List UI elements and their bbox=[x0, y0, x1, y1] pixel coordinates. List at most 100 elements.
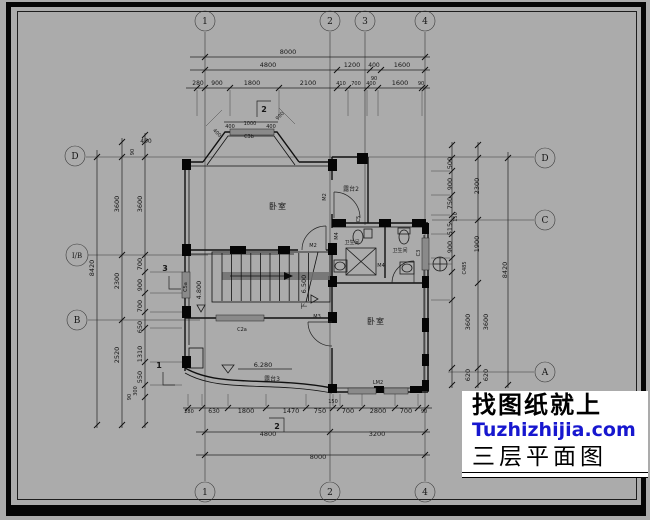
extension-lines bbox=[150, 90, 450, 406]
dim-text: 90 bbox=[127, 394, 133, 400]
dim-tick bbox=[141, 308, 149, 316]
elevation-markers: 4.800 6.500 下 6.280 bbox=[195, 275, 319, 374]
dim-tick bbox=[201, 84, 209, 92]
dim-text: 630 bbox=[208, 408, 220, 415]
bottom-dimensions: 280 630 1800 1470 750 150 700 2800 700 9… bbox=[184, 399, 427, 461]
dim-text: 620 bbox=[482, 369, 490, 381]
watermark: 找图纸就上 Tuzhizhijia.com 三层平面图 bbox=[462, 391, 648, 478]
section-2-bottom: 2 bbox=[274, 422, 280, 431]
dim-tick bbox=[418, 84, 426, 92]
dim-text: 400 bbox=[225, 124, 235, 130]
dim-text: 550 bbox=[136, 371, 144, 383]
top-dimensions: 8000 4800 1200 400 1600 90 280 900 1800 … bbox=[192, 48, 424, 87]
dim-text: 700 bbox=[136, 300, 144, 312]
dim-text: 1900 bbox=[473, 236, 481, 253]
dim-tick bbox=[201, 53, 209, 61]
dim-text: 90 bbox=[130, 149, 136, 155]
dim-text: 280 bbox=[184, 409, 194, 415]
dim-tick bbox=[141, 138, 149, 146]
dim-text: 90 bbox=[418, 81, 424, 87]
dim-tick bbox=[93, 153, 101, 161]
dim-text: 650 bbox=[136, 321, 144, 333]
dim-text: 90 bbox=[371, 76, 377, 82]
dim-text: 410 bbox=[336, 81, 346, 87]
dim-text: 900 bbox=[275, 111, 286, 122]
dim-tick bbox=[474, 216, 482, 224]
dim-tick bbox=[421, 53, 429, 61]
axis-left-ib: I/B bbox=[72, 252, 82, 260]
dim-tick bbox=[474, 279, 482, 287]
caption-underline bbox=[462, 471, 648, 478]
dim-tick bbox=[504, 381, 512, 389]
axis-top-2: 2 bbox=[327, 17, 333, 27]
dim-text: 500 bbox=[446, 157, 454, 169]
dim-text: 1200 bbox=[344, 61, 361, 69]
section-markers: 2 2 3 1 bbox=[156, 100, 285, 432]
dim-tick bbox=[448, 296, 456, 304]
tag-lm2: LM2 bbox=[373, 380, 383, 386]
dim-tick bbox=[448, 191, 456, 199]
dim-tick bbox=[336, 404, 344, 412]
dim-tick bbox=[448, 167, 456, 175]
tag-c3: C3 bbox=[416, 250, 422, 257]
dim-tick bbox=[374, 84, 382, 92]
dim-tick bbox=[366, 66, 374, 74]
dim-tick bbox=[448, 141, 456, 149]
dim-tick bbox=[474, 154, 482, 162]
dim-text: 2520 bbox=[113, 347, 121, 364]
dim-text: 4800 bbox=[260, 430, 277, 438]
left-dimensions: 8420 3600 2300 2520 400 90 3600 700 900 … bbox=[88, 138, 152, 400]
dim-tick bbox=[474, 364, 482, 372]
wall-piers bbox=[182, 159, 429, 393]
axis-right-d: D bbox=[541, 154, 548, 164]
dim-tick bbox=[141, 358, 149, 366]
dim-text: 1600 bbox=[394, 61, 411, 69]
dim-tick bbox=[226, 84, 234, 92]
axis-bubbles: 1 2 3 4 1 2 4 D I/B B D C A bbox=[64, 10, 556, 503]
dim-tick bbox=[201, 451, 209, 459]
dim-tick bbox=[363, 84, 371, 92]
dim-text: 1310 bbox=[136, 346, 144, 363]
stair-direction-arrow bbox=[284, 272, 293, 280]
dim-text: C485 bbox=[462, 261, 468, 274]
tag-m4-bath1: M4 bbox=[334, 232, 340, 240]
dim-text: 3600 bbox=[482, 314, 490, 331]
dim-text: 900 bbox=[446, 178, 454, 190]
dim-text: 2300 bbox=[113, 273, 121, 290]
room-label-bath2: 卫生间 bbox=[392, 247, 407, 254]
dim-text: 700 bbox=[400, 407, 412, 415]
dim-text: 3200 bbox=[369, 430, 386, 438]
dimension-lines bbox=[96, 56, 509, 456]
dim-text: 1000 bbox=[244, 121, 257, 127]
dim-tick bbox=[448, 230, 456, 238]
dim-text: 515 bbox=[446, 223, 454, 235]
dim-tick bbox=[141, 131, 149, 139]
dim-text: 1800 bbox=[244, 79, 261, 87]
dim-text: 150 bbox=[453, 212, 459, 222]
dim-tick bbox=[141, 393, 149, 401]
dim-tick bbox=[421, 66, 429, 74]
dim-text: 750 bbox=[446, 197, 454, 209]
dim-tick bbox=[118, 138, 126, 146]
dim-text: 400 bbox=[140, 138, 152, 145]
dim-tick bbox=[448, 268, 456, 276]
watermark-site: Tuzhizhijia.com bbox=[462, 419, 648, 444]
dim-tick bbox=[201, 428, 209, 436]
axis-top-3: 3 bbox=[362, 17, 368, 27]
dim-tick bbox=[448, 364, 456, 372]
axis-left-d: D bbox=[71, 152, 78, 162]
dim-text: 400 bbox=[211, 128, 222, 139]
section-1: 1 bbox=[156, 361, 162, 370]
drawing-caption: 三层平面图 bbox=[462, 443, 648, 472]
dim-text: 1470 bbox=[283, 407, 300, 415]
dim-text: 3600 bbox=[113, 196, 121, 213]
dim-tick bbox=[118, 421, 126, 429]
axis-top-4: 4 bbox=[422, 17, 428, 27]
dim-text: 90 bbox=[421, 409, 427, 415]
dim-tick bbox=[302, 404, 310, 412]
dim-tick bbox=[333, 66, 341, 74]
dim-text: 3600 bbox=[136, 196, 144, 213]
dim-tick bbox=[118, 251, 126, 259]
room-labels: 卧室 卧室 卫生间 卫生间 露台2 露台3 bbox=[264, 185, 407, 383]
dim-tick bbox=[262, 404, 270, 412]
